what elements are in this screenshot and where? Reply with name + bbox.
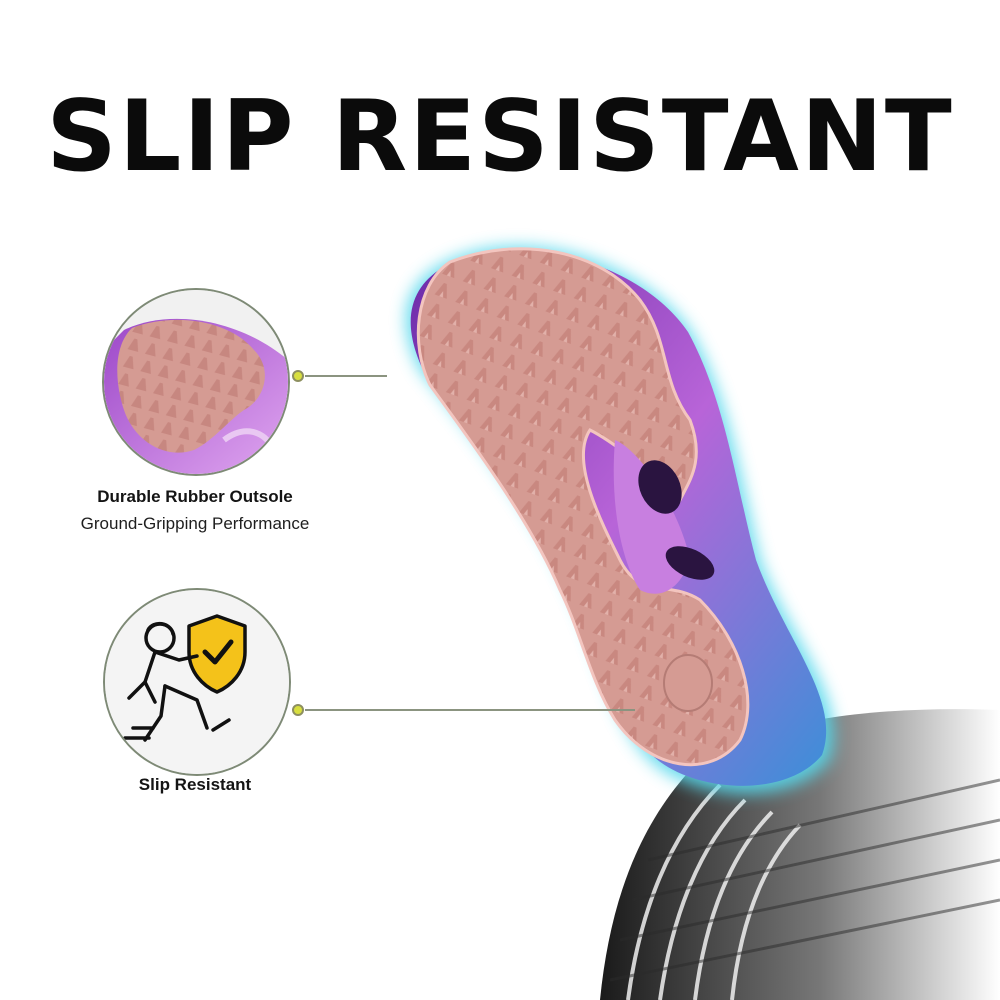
page-title: SLIP RESISTANT xyxy=(46,80,954,194)
slip-resistant-circle xyxy=(103,588,291,776)
callout-dot-outsole xyxy=(292,370,304,382)
rubber-outsole xyxy=(416,247,750,767)
slip-shield-check-icon xyxy=(105,590,289,774)
callout-dot-slip xyxy=(292,704,304,716)
callout-line-slip xyxy=(305,709,635,711)
callout-line-outsole xyxy=(305,375,387,377)
feature-title-outsole: Durable Rubber Outsole xyxy=(97,487,293,506)
feature-title-slip: Slip Resistant xyxy=(138,775,252,794)
outsole-closeup-icon xyxy=(104,290,288,474)
feature-subtitle-outsole: Ground-Gripping Performance xyxy=(80,514,310,533)
outsole-closeup-circle xyxy=(102,288,290,476)
